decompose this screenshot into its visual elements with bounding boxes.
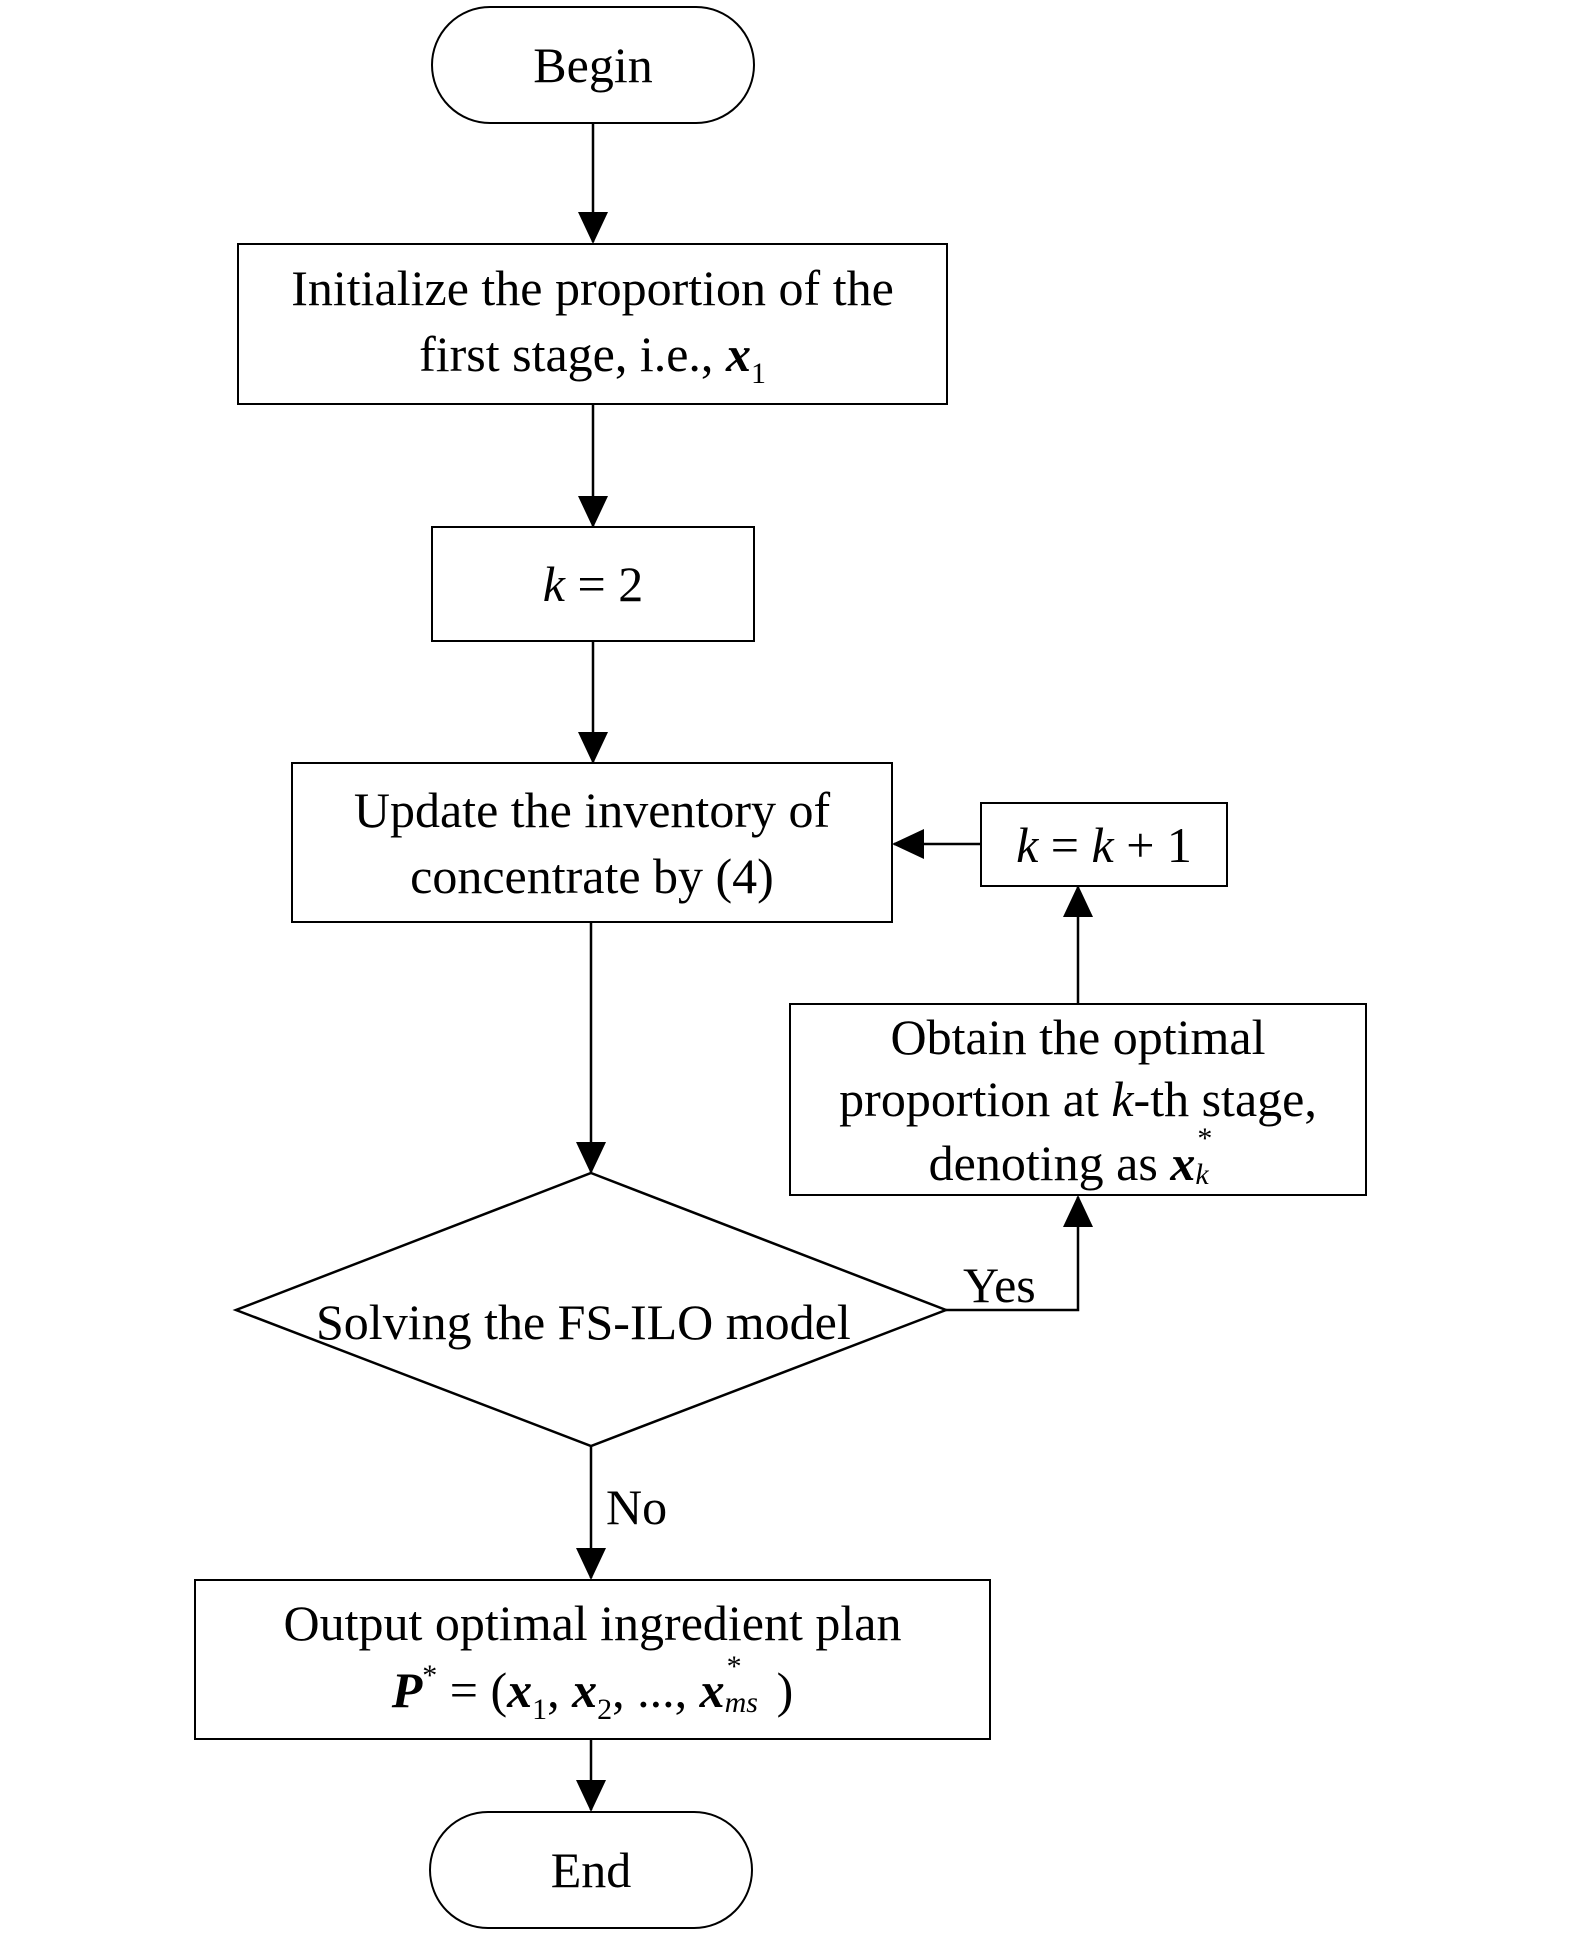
edge-decision-obtain [946, 1195, 1093, 1312]
update-line2: concentrate by (4) [410, 847, 774, 904]
obtain-line2: proportion at k-th stage, [839, 1068, 1317, 1130]
k-equals-2-box: k = 2 [431, 526, 755, 642]
output-sep2: , ..., [612, 1661, 700, 1718]
output-line1: Output optimal ingredient plan [283, 1594, 902, 1651]
initialize-var-x: x [725, 325, 751, 382]
obtain-line2-var: k [1111, 1070, 1134, 1127]
obtain-line2-pre: proportion at [839, 1070, 1112, 1127]
decision-label: Solving the FS-ILO model [316, 1294, 851, 1350]
obtain-var-sub: k [1195, 1157, 1209, 1191]
output-eq-open: = ( [437, 1661, 508, 1718]
k-increment-box: k = k + 1 [980, 802, 1228, 887]
kinc-var2: k [1091, 816, 1114, 873]
obtain-line2-post: -th stage, [1133, 1070, 1317, 1127]
no-label: No [606, 1479, 668, 1535]
initialize-line2: first stage, i.e., x1 [419, 321, 766, 394]
begin-terminal: Begin [431, 6, 755, 124]
output-var-x2: x [572, 1661, 598, 1718]
yes-label: Yes [963, 1257, 1036, 1313]
output-close: ) [776, 1661, 794, 1718]
output-sep1: , [547, 1661, 573, 1718]
output-var-P: P [391, 1661, 423, 1718]
begin-label: Begin [533, 37, 653, 93]
k-increment-label: k = k + 1 [1016, 812, 1192, 878]
kinc-rest: + 1 [1113, 816, 1192, 873]
obtain-line3-text: denoting as [928, 1134, 1171, 1191]
obtain-var-x: x [1170, 1134, 1196, 1191]
initialize-var-sub: 1 [750, 356, 766, 390]
kinc-eq: = [1038, 816, 1092, 873]
output-xms-sub: ms [724, 1685, 758, 1719]
obtain-line1: Obtain the optimal [890, 1008, 1266, 1065]
initialize-line1: Initialize the proportion of the [291, 259, 894, 316]
obtain-line3: denoting as x*k [928, 1122, 1228, 1194]
end-terminal: End [429, 1811, 753, 1929]
end-label: End [550, 1842, 632, 1898]
output-plan-box: Output optimal ingredient plan P* = (x1,… [194, 1579, 991, 1740]
output-line2: P* = (x1, x2, ..., x*ms) [391, 1650, 794, 1730]
obtain-optimal-box: Obtain the optimal proportion at k-th st… [789, 1003, 1367, 1196]
k2-rest: = 2 [565, 556, 644, 612]
kinc-var1: k [1016, 816, 1039, 873]
output-var-xms: x [699, 1661, 725, 1718]
output-xms-scripts: *ms [725, 1650, 777, 1719]
update-line1: Update the inventory of [353, 781, 831, 838]
initialize-line2-text: first stage, i.e., [419, 325, 726, 382]
obtain-var-sup: * [1197, 1121, 1213, 1155]
k-equals-2-label: k = 2 [543, 551, 643, 617]
obtain-var-scripts: *k [1195, 1122, 1227, 1191]
output-var-x1: x [507, 1661, 533, 1718]
output-x2-sub: 2 [597, 1692, 613, 1726]
update-inventory-box: Update the inventory of concentrate by (… [291, 762, 893, 923]
output-P-sup: * [422, 1658, 438, 1692]
output-xms-sup: * [726, 1649, 742, 1683]
initialize-process-box: Initialize the proportion of the first s… [237, 243, 948, 405]
output-x1-sub: 1 [532, 1692, 548, 1726]
k2-var: k [542, 556, 565, 612]
